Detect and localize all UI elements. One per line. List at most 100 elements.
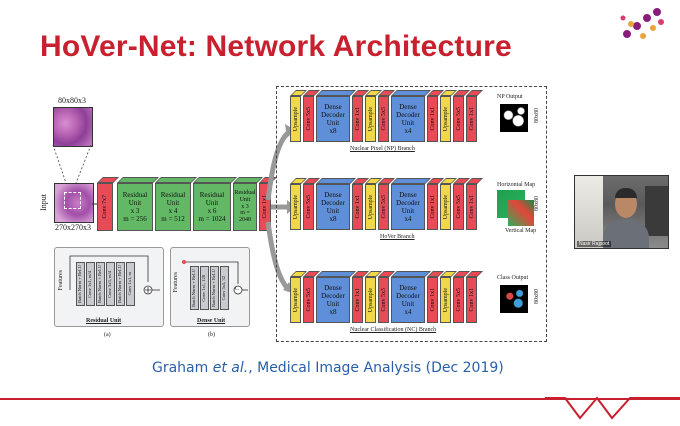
residual-caption: Residual Unit	[86, 318, 122, 324]
dense-features-label: Features	[173, 272, 179, 293]
residual-unit-3-title: Residual Unit	[199, 190, 225, 207]
residual-layer-1: Conv 1x1, m/4	[86, 262, 95, 306]
branch-1-dense-line2: Decoder	[396, 198, 420, 207]
citation-author: Graham	[152, 360, 213, 376]
branch-0-block-1-label: Conv 5x5	[305, 107, 312, 131]
slide-title: HoVer-Net: Network Architecture	[40, 30, 512, 63]
branch-1-output-label: Horizontal Map	[497, 182, 536, 188]
input-size-label: 270x270x3	[55, 223, 91, 232]
branch-2-block-3: Conv 1x1	[352, 277, 363, 323]
dense-skip-connection	[182, 260, 248, 295]
citation: Graham et al., Medical Image Analysis (D…	[152, 360, 504, 376]
branch-2-block-9-label: Conv 5x5	[455, 288, 462, 312]
input-label: Input	[39, 194, 48, 211]
branch-1-caption: HoVer Branch	[380, 234, 415, 240]
residual-layer-4: Batch Norm + ReLU	[116, 262, 125, 306]
branch-1-block-6-top	[391, 178, 431, 184]
branch-2-block-8: Upsample	[440, 277, 451, 323]
branch-2-dense-line1: Dense	[324, 283, 342, 292]
branch-0-block-7-label: Conv 1x1	[429, 107, 436, 131]
residual-layer-0: Batch Norm + ReLU	[76, 262, 85, 306]
branch-0-block-4-label: Upsample	[367, 106, 374, 132]
speaker-hair	[615, 188, 637, 198]
speaker-video[interactable]: Nasir Rajpoot	[574, 175, 669, 249]
branch-2-dense-line2: Decoder	[396, 291, 420, 300]
branch-2-block-10-label: Conv 1x1	[468, 288, 475, 312]
residual-unit-3-m: m = 1024	[198, 215, 226, 224]
branch-0-block-10: Conv 1x1	[466, 96, 477, 142]
branch-1-block-5-label: Conv 5x5	[380, 195, 387, 219]
branch-0-dense-line2: Decoder	[396, 110, 420, 119]
branch-0-block-7: Conv 1x1	[427, 96, 438, 142]
branch-1-block-4-label: Upsample	[367, 194, 374, 220]
branch-2-dense-line3: Unit	[401, 300, 415, 308]
branch-0-block-9-label: Conv 5x5	[455, 107, 462, 131]
branch-1-output-label-2: Vertical Map	[505, 228, 537, 234]
branch-2-block-5: Conv 5x5	[378, 277, 389, 323]
branch-1-dense-repeat: x8	[329, 215, 337, 224]
speaker-name: Nasir Rajpoot	[577, 241, 612, 247]
branch-2-block-7-label: Conv 1x1	[429, 288, 436, 312]
decoder-branches-box	[276, 86, 547, 342]
residual-features-label: Features	[58, 270, 64, 291]
branch-2-block-10: Conv 1x1	[466, 277, 477, 323]
branch-0-dense-line2: Decoder	[321, 110, 345, 119]
branch-1-block-7: Conv 1x1	[427, 184, 438, 230]
residual-skip-connection	[69, 255, 160, 295]
residual-sub-caption: (a)	[104, 332, 111, 338]
residual-unit-3-repeat: x 6	[207, 207, 217, 215]
residual-unit-2-title: Residual Unit	[160, 190, 186, 207]
branch-1-block-0: Upsample	[290, 184, 301, 230]
branch-0-block-0: Upsample	[290, 96, 301, 142]
branch-1-output-image-2	[508, 200, 534, 226]
branch-0-block-5: Conv 5x5	[378, 96, 389, 142]
branch-1-dense-line1: Dense	[324, 190, 342, 199]
branch-2-dense-line1: Dense	[399, 283, 417, 292]
branch-1-dense-line1: Dense	[399, 190, 417, 199]
branch-1-dense-line2: Decoder	[321, 198, 345, 207]
branch-0-block-9: Conv 5x5	[453, 96, 464, 142]
branch-2-block-5-label: Conv 5x5	[380, 288, 387, 312]
dense-concat-symbol: C	[235, 286, 240, 292]
branch-0-output-label: NP Output	[497, 94, 523, 100]
branch-0-block-10-label: Conv 1x1	[468, 107, 475, 131]
branch-1-block-1: Conv 5x5	[303, 184, 314, 230]
branch-1-dense-repeat: x4	[404, 215, 412, 224]
branch-2-block-7: Conv 1x1	[427, 277, 438, 323]
branch-0-caption: Nuclear Pixel (NP) Branch	[350, 146, 415, 152]
residual-unit-2-top	[155, 177, 197, 183]
dense-sub-caption: (b)	[208, 332, 215, 338]
residual-unit-1-title: Residual Unit	[122, 190, 148, 207]
branch-2-block-1-label: Conv 5x5	[305, 288, 312, 312]
branch-2-block-3-label: Conv 1x1	[354, 288, 361, 312]
branch-0-block-8: Upsample	[440, 96, 451, 142]
branch-1-block-3: Conv 1x1	[352, 184, 363, 230]
branch-1-dense-line3: Unit	[326, 207, 340, 215]
university-logo	[617, 6, 667, 46]
speaker-shelf	[645, 186, 668, 236]
footer-decoration	[545, 396, 680, 420]
branch-1-block-8-label: Upsample	[442, 194, 449, 220]
dense-layer-2: Batch Norm + ReLU	[210, 266, 219, 310]
branch-1-block-4: Upsample	[365, 184, 376, 230]
branch-0-dense-line3: Unit	[326, 119, 340, 127]
branch-2-dense-line2: Decoder	[321, 291, 345, 300]
branch-2-block-0: Upsample	[290, 277, 301, 323]
dense-layer-0: Batch Norm + ReLU	[190, 266, 199, 310]
branch-1-block-10-label: Conv 1x1	[468, 195, 475, 219]
branch-2-dense-line3: Unit	[326, 300, 340, 308]
branch-0-block-0-label: Upsample	[292, 106, 299, 132]
branch-0-output-size: 80x80	[534, 108, 540, 123]
encoder-conv-first-label: Conv 7x7	[102, 195, 108, 219]
branch-2-block-8-label: Upsample	[442, 287, 449, 313]
branch-0-block-3: Conv 1x1	[352, 96, 363, 142]
residual-unit-3: Residual Unit x 6 m = 1024	[193, 183, 231, 231]
branch-1-block-5: Conv 5x5	[378, 184, 389, 230]
residual-unit-2-m: m = 512	[161, 215, 185, 224]
